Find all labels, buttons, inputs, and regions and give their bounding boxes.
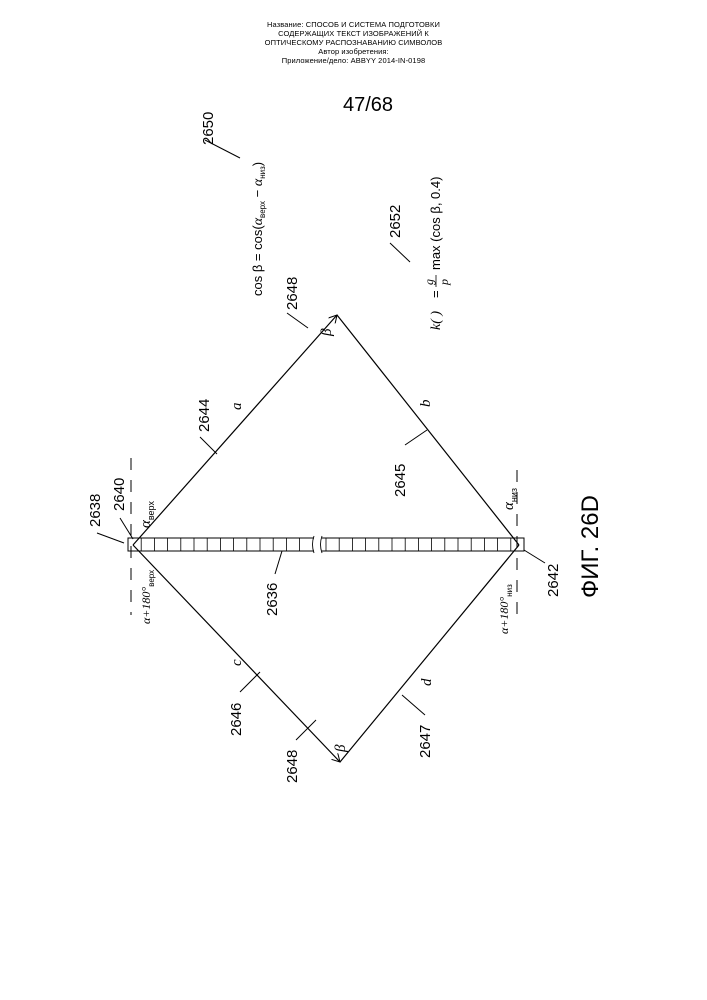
ref-2642: 2642 [545, 564, 562, 597]
ref-2638: 2638 [87, 494, 104, 527]
leader-2648-bottom [296, 720, 316, 740]
edge-b [337, 315, 519, 545]
edge-a [133, 315, 337, 545]
ref-2644: 2644 [196, 399, 213, 432]
beta-label-top: β [319, 328, 335, 337]
leader-2638 [97, 533, 124, 543]
leader-2647 [402, 695, 425, 715]
formula-k-denominator: p [437, 279, 451, 286]
formula-k-lhs: k( ) [429, 311, 444, 330]
alpha-top-label: αверх [138, 501, 156, 528]
ref-2647: 2647 [417, 725, 434, 758]
pixel-strip [128, 536, 524, 553]
ref-2640: 2640 [111, 478, 128, 511]
formula-cos-beta: cos β = cos(αверх − αниз) [250, 162, 267, 296]
ref-2648-bottom: 2648 [284, 750, 301, 783]
leader-2644 [200, 437, 217, 454]
ref-2646: 2646 [228, 703, 245, 736]
leader-2648-top [287, 313, 308, 328]
ref-2648-top: 2648 [284, 277, 301, 310]
formula-k-numerator: g [422, 279, 436, 285]
alpha-plus-180-bottom-label: α+180°низ [497, 584, 514, 634]
ref-2650: 2650 [200, 112, 217, 145]
side-label-b: b [418, 399, 434, 407]
alpha-bottom-label: αниз [501, 488, 519, 510]
ref-2652: 2652 [387, 205, 404, 238]
side-label-a: a [229, 403, 245, 411]
leader-2652 [390, 243, 410, 262]
leader-2642 [524, 550, 545, 563]
ref-2636: 2636 [264, 583, 281, 616]
leader-2636 [275, 551, 282, 574]
side-label-d: d [419, 678, 435, 686]
side-label-c: c [229, 659, 245, 666]
formula-k: k( ) = g p max (cos β, 0.4) [422, 177, 451, 330]
leader-2646 [240, 672, 260, 692]
formula-k-equals: = [428, 290, 443, 298]
strip-break-mark [313, 536, 315, 553]
formula-k-rest: max (cos β, 0.4) [428, 177, 443, 270]
ref-2645: 2645 [392, 464, 409, 497]
leader-2645 [405, 430, 427, 445]
alpha-plus-180-top-label: α+180°верх [139, 570, 156, 624]
beta-label-bottom: β [333, 744, 349, 753]
figure-caption: ФИГ. 26D [577, 495, 604, 598]
